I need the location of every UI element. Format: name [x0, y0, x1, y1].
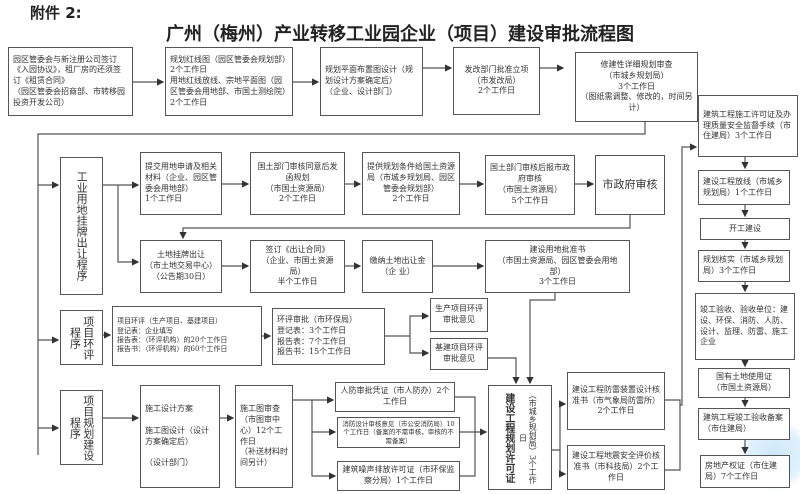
eia-program-label: 项目环评程序 — [68, 315, 95, 360]
box-planning-permit: 建设工程规划许可证 （市城乡规划局）3个工作日 — [488, 385, 552, 490]
arrow — [559, 450, 567, 478]
arrow — [488, 357, 520, 385]
box-land-approval: 建设用地批准书 （市国土资源局、园区管委会用地部） 3个工作日 — [485, 240, 630, 293]
arrow — [385, 312, 430, 337]
box-land-cert: 国有土地使用证 （市国土资源局） — [698, 368, 790, 398]
box-property-cert: 房地产权证（市住建局）7个工作日 — [700, 455, 790, 488]
box-planning-conditions: 提供规划条件给国土资源局（市城乡规划局、园区管委会规划部） 2个工作日 — [362, 152, 460, 215]
box-land-fee: 缴纳土地出让金 （企 业） — [362, 240, 433, 293]
box-lightning: 建设工程防雷装置设计核准书（市气象局防雷所） 2个工作日 — [567, 372, 665, 430]
box-detailed-plan: 修建性详细规划审查 （市城乡规划局） 3个工作日 （图纸需调整、修改的，时间另计… — [575, 52, 698, 122]
box-seismic: 建设工程地震安全评价核准书（市科技局）2个工作日 — [567, 445, 665, 490]
planning-permit-label: 建设工程规划许可证 — [502, 392, 514, 483]
connector — [665, 399, 681, 471]
box-project-approval: 发改部门批准立项 （市发改局） 2个工作日 — [453, 47, 540, 115]
box-land-review: 国土部门审核同意后发函规划 （市国土资源局） 2个工作日 — [250, 152, 345, 215]
box-eia-approval: 环评审批（市环保局） 登记表：3个工作日 报告表：7个工作日 报告书：15个工作… — [272, 308, 385, 365]
box-start-construction: 开工建设 — [700, 218, 790, 240]
box-eia-infra: 基建项目环评审批意见 — [430, 338, 488, 370]
box-land-listing: 土地挂牌出让 （市土地交易中心）（公告期30日） — [140, 240, 222, 293]
box-land-report: 国土部门审核后报市政府审核 （市国土资源局） 5个工作日 — [485, 155, 575, 215]
box-land-program: 工业用地挂牌出让程序 — [60, 157, 103, 295]
box-filing: 建筑工程竣工验收备案（市住建局） — [698, 408, 790, 440]
box-noise-permit: 建筑噪声排放许可证（市环保监察分局）1个工作日 — [337, 461, 460, 491]
construction-program-label: 项目规划建设程序 — [68, 394, 95, 461]
box-eia: 项目环评（生产项目、基建项目） 登记表：企业填写 报告表：（环评机构）的20个工… — [112, 306, 262, 366]
box-staking: 建设工程放线（市城乡规划局）1个工作日 — [698, 170, 790, 205]
box-gov-review: 市政府审核 — [595, 155, 665, 215]
attachment-label: 附件 2: — [30, 4, 82, 22]
box-eia-production: 生产项目环评审批意见 — [430, 298, 488, 332]
arrow — [117, 185, 140, 266]
box-land-application: 提交用地申请及相关材料（企业、园区管委会用地部） 1个工作日 — [140, 152, 222, 215]
box-civil-defense: 人防审批凭证（市人防办）2个工作日 — [335, 382, 455, 412]
land-program-label: 工业用地挂牌出让程序 — [75, 171, 89, 281]
box-drawing-review: 施工图审查（市图审中心）12个工作日 （补送材料时间另计） — [235, 385, 293, 488]
box-acceptance: 竣工验收、验收单位：建设、环保、消防、人防、设计、监理、防雷、施工企业 — [695, 293, 795, 360]
arrow — [293, 399, 337, 480]
box-construction-program: 项目规划建设程序 — [60, 390, 103, 465]
trunk-line — [37, 121, 646, 455]
arrow — [680, 143, 698, 406]
box-layout-design: 规划平面布置图设计（规划设计方案确定后） （企业、设计部门） — [320, 47, 423, 116]
box-red-line: 规划红线图（园区管委会规划部）2个工作日 用地红线放线、宗地平面图（园区管委会用… — [165, 47, 293, 116]
arrow — [179, 215, 631, 240]
page-title: 广州（梅州）产业转移工业园企业（项目）建设审批流程图 — [166, 24, 634, 45]
box-construction-license: 建筑工程施工许可证及办理质量安全监督手续（市住建局）3个工作日 — [698, 95, 798, 157]
arrow — [409, 336, 430, 357]
box-construction-design: 施工设计方案 施工图设计（设计方案确定后） （设计部门） — [140, 385, 220, 488]
box-plan-verify: 规划核实（市城乡规划局）3个工作日 — [698, 250, 790, 282]
arrow — [552, 400, 567, 451]
box-eia-program: 项目环评程序 — [60, 310, 103, 365]
box-transfer-contract: 签订《出让合同》 （企业、市国土资源局） 半个工作日 — [250, 240, 345, 293]
box-agreement: 园区管委会与新注册公司签订《入园协议》，租厂房的还须签订《租赁合同》 （园区管委… — [8, 47, 133, 116]
box-fire-review: 消防设计审核意见（市公安消防局）10个工作日（备案的不需审核，审核的不需备案） — [337, 417, 460, 448]
connector — [455, 396, 476, 477]
planning-permit-note: （市城乡规划局）3个工作日 — [518, 390, 538, 485]
arrow — [526, 293, 556, 385]
